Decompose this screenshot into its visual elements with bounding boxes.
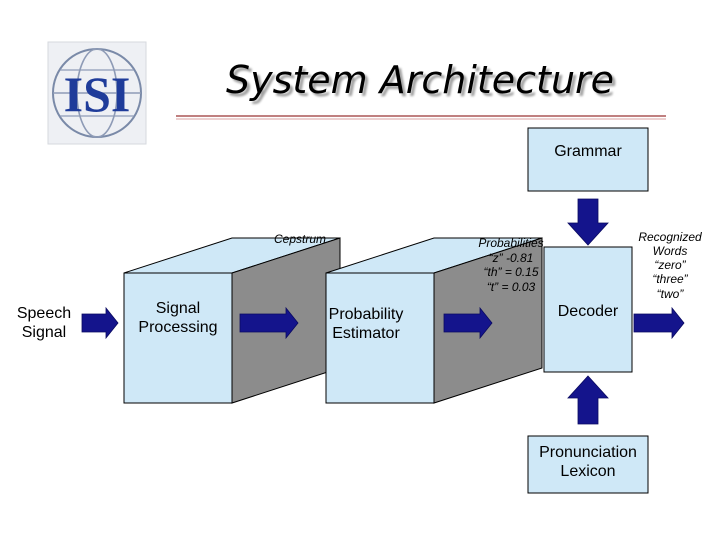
probabilities-heading: Probabilities [478, 236, 544, 250]
arrow-lexicon-to-decoder [567, 375, 609, 425]
arrow-grammar-to-decoder [567, 198, 609, 246]
page-title: System Architecture [225, 58, 615, 102]
recognized-word: “zero” [654, 258, 686, 273]
probability-line: “t” = 0.03 [486, 279, 536, 294]
grammar-label: Grammar [554, 143, 622, 160]
probability-estimator-label: Probability Estimator [328, 306, 404, 342]
lexicon-label: Pronunciation Lexicon [539, 444, 637, 480]
decoder-label: Decoder [557, 303, 619, 320]
isi-logo: ISI [47, 41, 147, 145]
signal-processing-label: Signal Processing [138, 300, 218, 336]
probabilities-annotation: Probabilities “z” -0.81 “th” = 0.15 “t” … [466, 236, 556, 295]
recognized-words-heading: Recognized Words [638, 230, 702, 259]
arrow-speech-to-signal [81, 306, 119, 340]
recognized-word: “two” [656, 286, 684, 301]
signal-processing-box [123, 237, 341, 404]
arrow-decoder-to-output [633, 306, 685, 340]
decoder-box [543, 246, 633, 373]
recognized-words-annotation: Recognized Words “zero” “three” “two” [630, 230, 710, 301]
recognized-word: “three” [652, 272, 688, 287]
arrow-signal-to-estimator [239, 306, 299, 340]
arrow-estimator-to-decoder [443, 306, 493, 340]
cepstrum-label: Cepstrum [273, 232, 326, 246]
logo-text: ISI [64, 66, 131, 122]
lexicon-box [527, 435, 649, 494]
probability-line: “z” -0.81 [488, 250, 534, 265]
speech-signal-label: Speech Signal [16, 305, 72, 341]
probability-line: “th” = 0.15 [483, 265, 539, 280]
grammar-box [527, 127, 649, 192]
